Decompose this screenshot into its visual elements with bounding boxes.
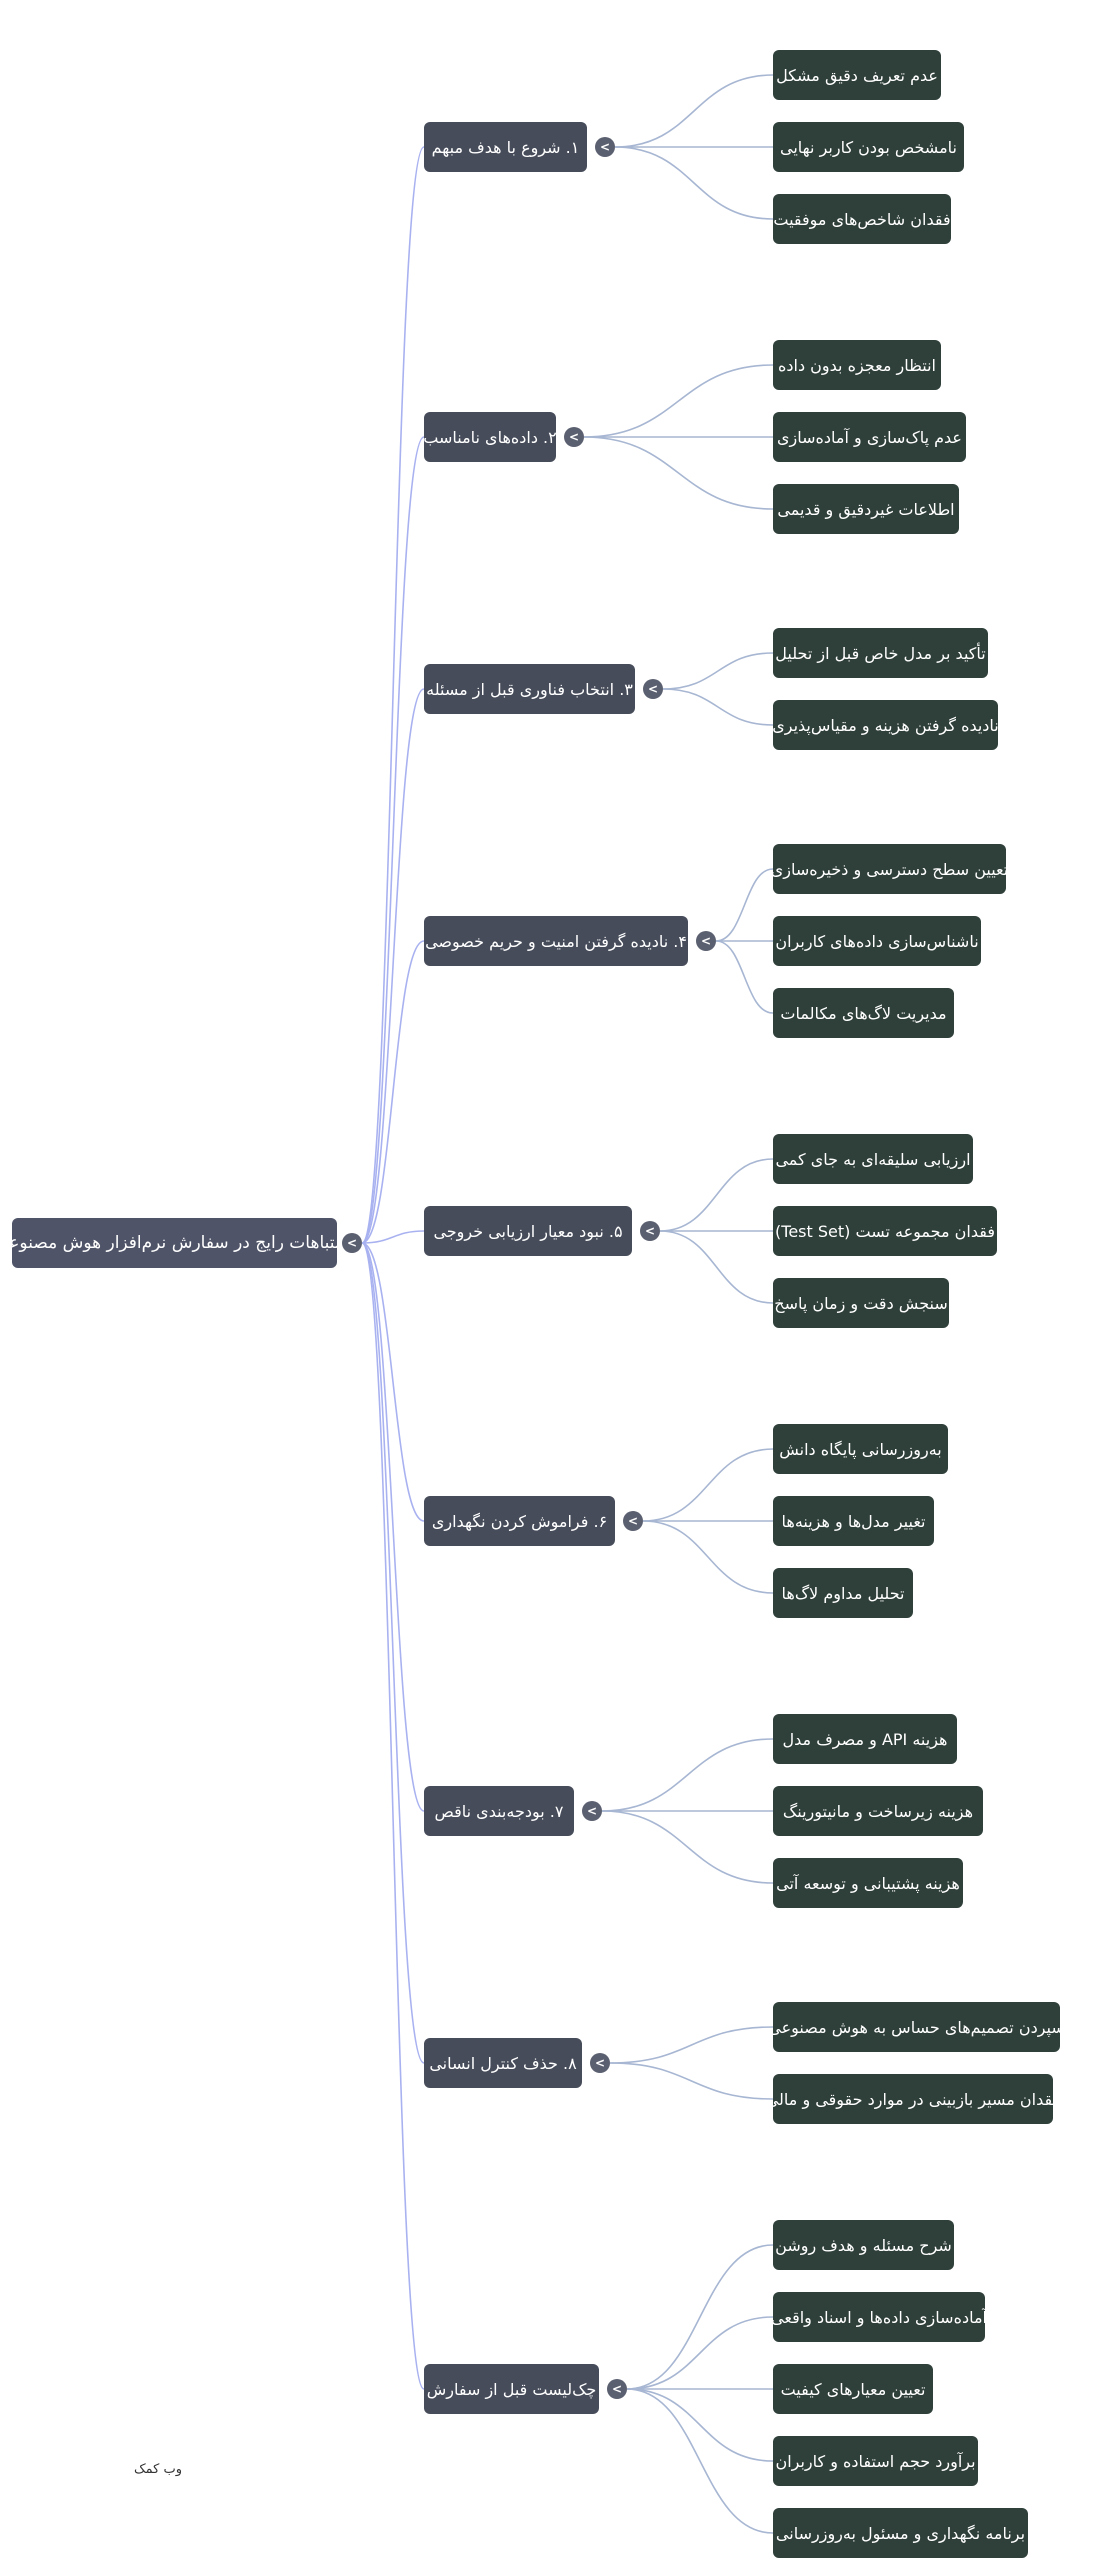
leaf-node[interactable]: عدم تعریف دقیق مشکل [773,50,941,100]
root-edge [361,688,425,1244]
leaf-edge [662,688,774,726]
leaf-edge [609,2062,774,2100]
branch-collapse-toggle[interactable]: < [623,1511,643,1531]
leaf-edge [659,1230,774,1304]
leaf-node[interactable]: تعیین معیارهای کیفیت [773,2364,933,2414]
leaf-node[interactable]: ناشناس‌سازی داده‌های کاربران [773,916,981,966]
leaf-edge [626,2388,774,2534]
leaf-edge [626,2316,774,2390]
leaf-edge [583,364,774,438]
root-edge [361,436,425,1244]
leaf-edge [601,1738,774,1812]
branch-collapse-toggle[interactable]: < [607,2379,627,2399]
root-edge [361,146,425,1244]
footer-brand: وب کمک [134,2462,182,2477]
leaf-node[interactable]: ارزیابی سلیقه‌ای به جای کمی [773,1134,973,1184]
root-edge [361,1242,425,1812]
leaf-edge [626,2244,774,2390]
leaf-node[interactable]: تحلیل مداوم لاگ‌ها [773,1568,913,1618]
leaf-node[interactable]: انتظار معجزه بدون داده [773,340,941,390]
leaf-edge [609,2026,774,2064]
leaf-edge [642,1520,774,1594]
leaf-node[interactable]: فقدان مجموعه تست (Test Set) [773,1206,997,1256]
leaf-node[interactable]: فقدان شاخص‌های موفقیت [773,194,951,244]
leaf-node[interactable]: به‌روزرسانی پایگاه دانش [773,1424,948,1474]
leaf-edge [715,940,774,1014]
branch-collapse-toggle[interactable]: < [643,679,663,699]
leaf-edge [715,868,774,942]
root-collapse-toggle[interactable]: < [342,1233,362,1253]
branch-collapse-toggle[interactable]: < [595,137,615,157]
leaf-node[interactable]: آماده‌سازی داده‌ها و اسناد واقعی [771,2292,987,2342]
root-edge [361,1242,425,2390]
branch-collapse-toggle[interactable]: < [582,1801,602,1821]
root-edge [361,1230,425,1244]
branch-node[interactable]: ۱. شروع با هدف مبهم [424,122,587,172]
branch-collapse-toggle[interactable]: < [640,1221,660,1241]
leaf-node[interactable]: هزینه پشتیبانی و توسعه آتی [773,1858,963,1908]
leaf-edge [583,436,774,510]
leaf-node[interactable]: اطلاعات غیردقیق و قدیمی [773,484,959,534]
leaf-node[interactable]: نادیده گرفتن هزینه و مقیاس‌پذیری [772,700,999,750]
leaf-node[interactable]: شرح مسئله و هدف روشن [773,2220,954,2270]
leaf-node[interactable]: نامشخص بودن کاربر نهایی [773,122,964,172]
leaf-node[interactable]: عدم پاک‌سازی و آماده‌سازی [773,412,966,462]
leaf-node[interactable]: تغییر مدل‌ها و هزینه‌ها [773,1496,934,1546]
root-edge [361,1242,425,2064]
leaf-node[interactable]: تأکید بر مدل خاص قبل از تحلیل [773,628,988,678]
root-edge [361,940,425,1244]
leaf-edge [614,74,774,148]
branch-node[interactable]: ۶. فراموش کردن نگهداری [424,1496,615,1546]
root-node[interactable]: اشتباهات رایج در سفارش نرم‌افزار هوش مصن… [0,1218,354,1268]
leaf-node[interactable]: سنجش دقت و زمان پاسخ [773,1278,949,1328]
leaf-node[interactable]: تعیین سطح دسترسی و ذخیره‌سازی [771,844,1008,894]
branch-node[interactable]: ۴. نادیده گرفتن امنیت و حریم خصوصی [424,916,688,966]
branch-node[interactable]: ۳. انتخاب فناوری قبل از مسئله [424,664,635,714]
branch-node[interactable]: ۸. حذف کنترل انسانی [424,2038,582,2088]
branch-node[interactable]: ۵. نبود معیار ارزیابی خروجی [424,1206,632,1256]
leaf-edge [601,1810,774,1884]
leaf-edge [642,1448,774,1522]
leaf-edge [659,1158,774,1232]
leaf-node[interactable]: هزینه API و مصرف مدل [773,1714,957,1764]
leaf-edge [662,652,774,690]
branch-collapse-toggle[interactable]: < [590,2053,610,2073]
leaf-node[interactable]: برآورد حجم استفاده و کاربران [773,2436,978,2486]
leaf-edge [614,146,774,220]
branch-collapse-toggle[interactable]: < [564,427,584,447]
leaf-node[interactable]: برنامه نگهداری و مسئول به‌روزرسانی [773,2508,1028,2558]
branch-node[interactable]: ۷. بودجه‌بندی ناقص [424,1786,574,1836]
leaf-node[interactable]: فقدان مسیر بازبینی در موارد حقوقی و مالی [766,2074,1060,2124]
branch-collapse-toggle[interactable]: < [696,931,716,951]
root-edge [361,1242,425,1522]
leaf-node[interactable]: مدیریت لاگ‌های مکالمات [773,988,954,1038]
branch-node[interactable]: چک‌لیست قبل از سفارش [424,2364,599,2414]
leaf-node[interactable]: سپردن تصمیم‌های حساس به هوش مصنوعی [768,2002,1065,2052]
branch-node[interactable]: ۲. داده‌های نامناسب [423,412,557,462]
leaf-edge [626,2388,774,2462]
leaf-node[interactable]: هزینه زیرساخت و مانیتورینگ [773,1786,983,1836]
